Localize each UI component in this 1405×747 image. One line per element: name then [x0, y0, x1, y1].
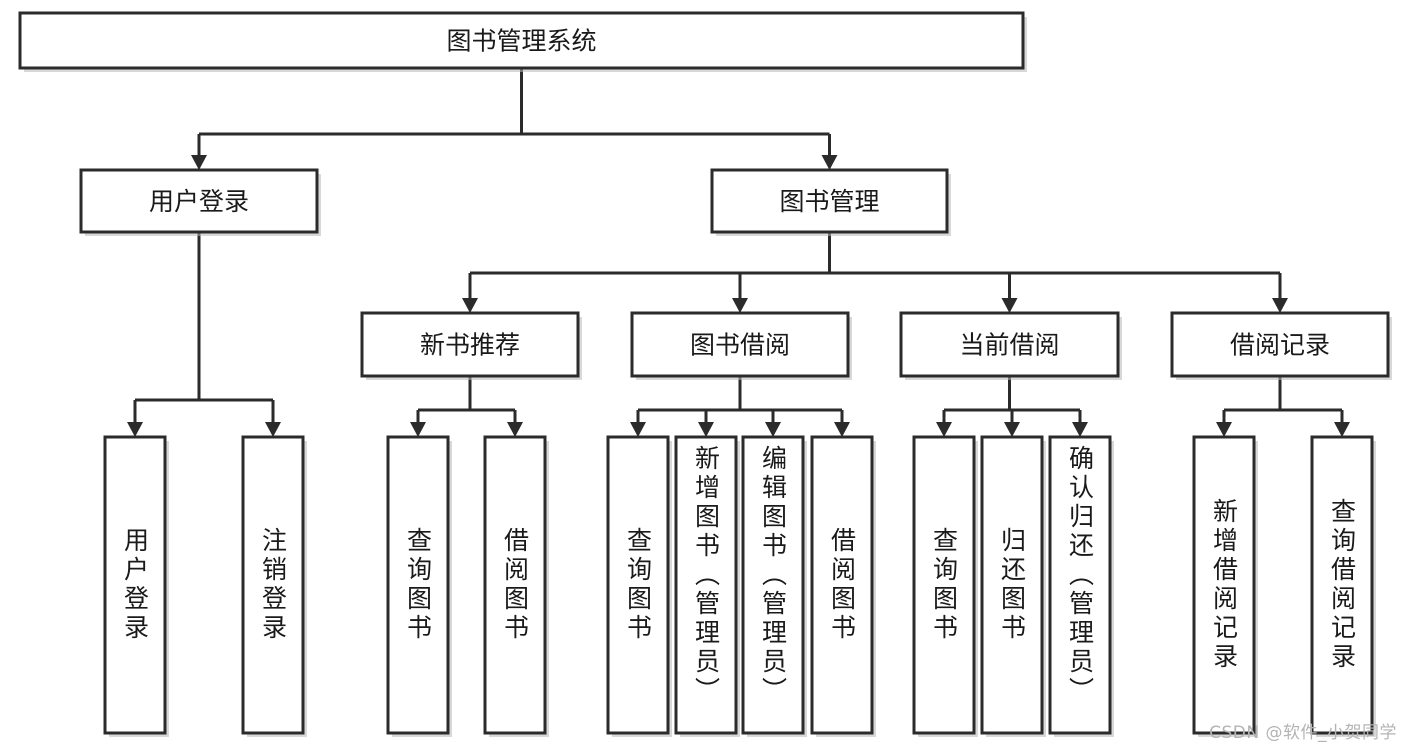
arrow-head-icon [410, 422, 426, 437]
node-label-book-manage: 图书管理 [779, 187, 879, 216]
node-box-leaf-add-book[interactable] [674, 435, 738, 735]
node-box-leaf-edit-book[interactable] [741, 435, 805, 735]
node-label-current-borrow: 当前借阅 [959, 331, 1059, 360]
arrow-head-icon [191, 155, 207, 170]
node-box-current-borrow[interactable] [899, 311, 1120, 378]
node-box-user-login[interactable] [79, 168, 319, 234]
node-label-root: 图书管理系统 [446, 27, 596, 56]
node-box-book-manage[interactable] [710, 168, 949, 234]
node-box-borrow-record[interactable] [1170, 311, 1390, 378]
node-box-leaf-confirm-return[interactable] [1048, 435, 1112, 735]
arrow-head-icon [127, 422, 143, 437]
node-label-book-borrow: 图书借阅 [690, 331, 790, 360]
node-box-leaf-query-book-borrow[interactable] [606, 435, 670, 735]
watermark-text: CSDN @软件_小贺同学 [1209, 723, 1397, 743]
arrow-head-icon [821, 155, 838, 170]
node-box-leaf-query-book-rec[interactable] [386, 435, 450, 735]
node-box-leaf-borrow-book-rec[interactable] [483, 435, 547, 735]
node-box-leaf-add-record[interactable] [1192, 435, 1256, 735]
node-box-root[interactable] [18, 11, 1025, 70]
node-label-borrow-record: 借阅记录 [1230, 331, 1330, 360]
arrow-head-icon [1004, 422, 1020, 437]
node-label-user-login: 用户登录 [149, 187, 249, 216]
boxes-layer [18, 11, 1392, 737]
arrow-head-icon [698, 422, 714, 437]
arrow-head-icon [1072, 422, 1088, 437]
arrow-head-icon [462, 298, 478, 313]
arrow-head-icon [834, 422, 850, 437]
arrow-head-icon [507, 422, 523, 437]
arrow-head-icon [936, 422, 952, 437]
node-box-leaf-borrow-book[interactable] [810, 435, 874, 735]
node-box-leaf-query-book-current[interactable] [912, 435, 976, 735]
connectors-layer [127, 68, 1350, 437]
arrow-head-icon [1216, 422, 1232, 437]
node-box-leaf-user-login[interactable] [103, 435, 167, 735]
arrow-head-icon [765, 422, 781, 437]
arrow-head-icon [732, 298, 748, 313]
node-box-leaf-user-logout[interactable] [241, 435, 305, 735]
node-box-leaf-query-record[interactable] [1310, 435, 1374, 735]
arrow-head-icon [1272, 298, 1288, 313]
arrow-head-icon [1001, 298, 1018, 313]
arrow-head-icon [265, 422, 281, 437]
node-box-leaf-return-book[interactable] [980, 435, 1044, 735]
node-box-new-book-rec[interactable] [360, 311, 580, 378]
node-box-book-borrow[interactable] [630, 311, 850, 378]
arrow-head-icon [630, 422, 646, 437]
arrow-head-icon [1334, 422, 1350, 437]
node-label-new-book-rec: 新书推荐 [420, 331, 520, 360]
